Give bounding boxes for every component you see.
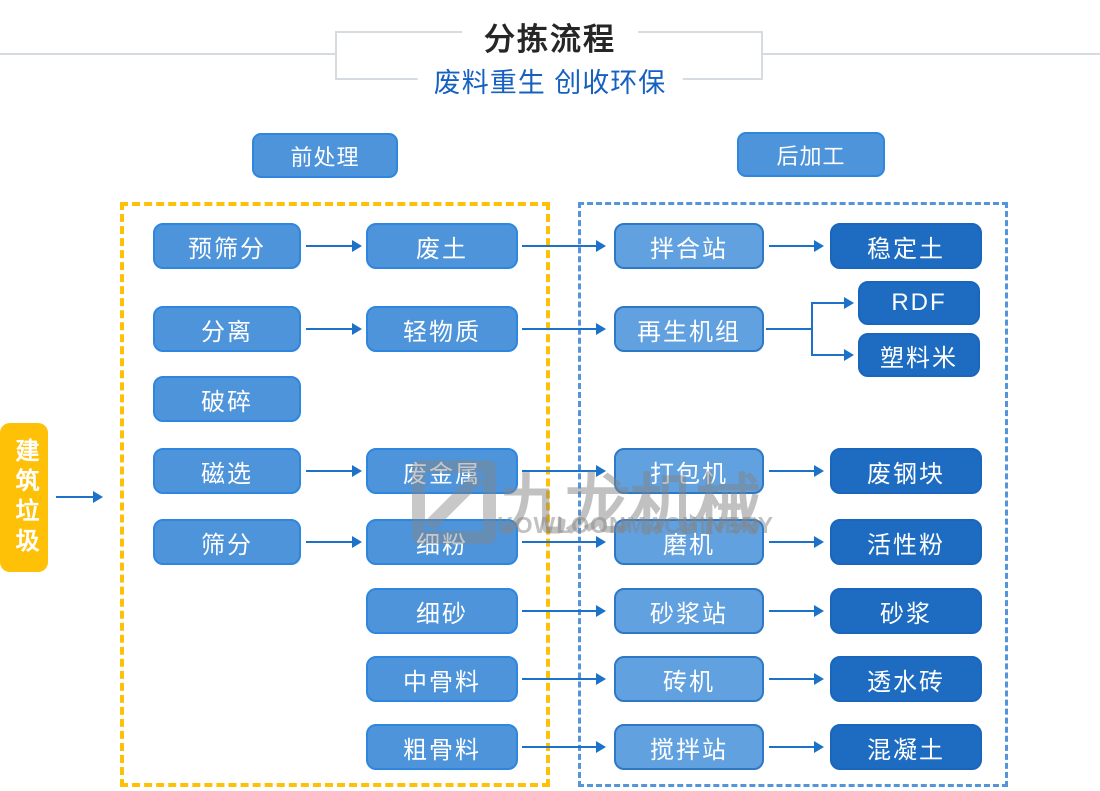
branch-connector-line: [811, 302, 813, 356]
flow-arrow: [769, 673, 824, 685]
flow-arrow: [769, 741, 824, 753]
node-fine-powder: 细粉: [366, 519, 518, 565]
flow-arrow: [522, 323, 606, 335]
flow-arrow: [522, 465, 606, 477]
node-regeneration-unit: 再生机组: [614, 306, 764, 352]
flow-arrow: [306, 240, 362, 252]
flow-arrow: [306, 323, 362, 335]
node-pre-screening: 预筛分: [153, 223, 301, 269]
node-light-material: 轻物质: [366, 306, 518, 352]
pre-processing-label: 前处理: [252, 133, 398, 178]
post-processing-group-box: [578, 202, 1008, 787]
pre-processing-group-box: [120, 202, 550, 787]
node-rdf: RDF: [858, 281, 980, 325]
node-active-powder: 活性粉: [830, 519, 982, 565]
branch-connector-line: [766, 328, 812, 330]
node-brick-machine: 砖机: [614, 656, 764, 702]
node-mortar-station: 砂浆站: [614, 588, 764, 634]
node-baler: 打包机: [614, 448, 764, 494]
flow-arrow: [522, 605, 606, 617]
node-waste-steel-block: 废钢块: [830, 448, 982, 494]
post-processing-label: 后加工: [737, 132, 885, 177]
node-plastic-pellets: 塑料米: [858, 333, 980, 377]
flow-arrow: [306, 536, 362, 548]
page-title: 分拣流程: [462, 14, 638, 59]
node-waste-metal: 废金属: [366, 448, 518, 494]
node-concrete: 混凝土: [830, 724, 982, 770]
node-waste-soil: 废土: [366, 223, 518, 269]
flow-arrow: [522, 673, 606, 685]
node-coarse-aggregate: 粗骨料: [366, 724, 518, 770]
flow-arrow: [769, 536, 824, 548]
source-label: 建筑垃圾: [11, 437, 38, 558]
flow-arrow: [769, 465, 824, 477]
node-screening: 筛分: [153, 519, 301, 565]
node-permeable-brick: 透水砖: [830, 656, 982, 702]
node-grinding-mill: 磨机: [614, 519, 764, 565]
node-mixing-station: 拌合站: [614, 223, 764, 269]
flow-arrow: [522, 240, 606, 252]
node-medium-aggregate: 中骨料: [366, 656, 518, 702]
node-mortar: 砂浆: [830, 588, 982, 634]
flow-arrow: [522, 536, 606, 548]
flow-arrow-rdf: [812, 297, 854, 309]
flow-arrow: [306, 465, 362, 477]
node-fine-sand: 细砂: [366, 588, 518, 634]
node-magnetic-separation: 磁选: [153, 448, 301, 494]
flow-arrow: [769, 605, 824, 617]
flow-arrow: [522, 741, 606, 753]
flow-arrow-source-entry: [56, 491, 103, 503]
source-box-construction-waste: 建筑垃圾: [0, 423, 48, 572]
page-subtitle: 废料重生 创收环保: [417, 61, 683, 100]
node-mixing-plant: 搅拌站: [614, 724, 764, 770]
flow-arrow-plastic-pellets: [812, 349, 854, 361]
flow-arrow: [769, 240, 824, 252]
node-separation: 分离: [153, 306, 301, 352]
node-stabilized-soil: 稳定土: [830, 223, 982, 269]
node-crushing: 破碎: [153, 376, 301, 422]
